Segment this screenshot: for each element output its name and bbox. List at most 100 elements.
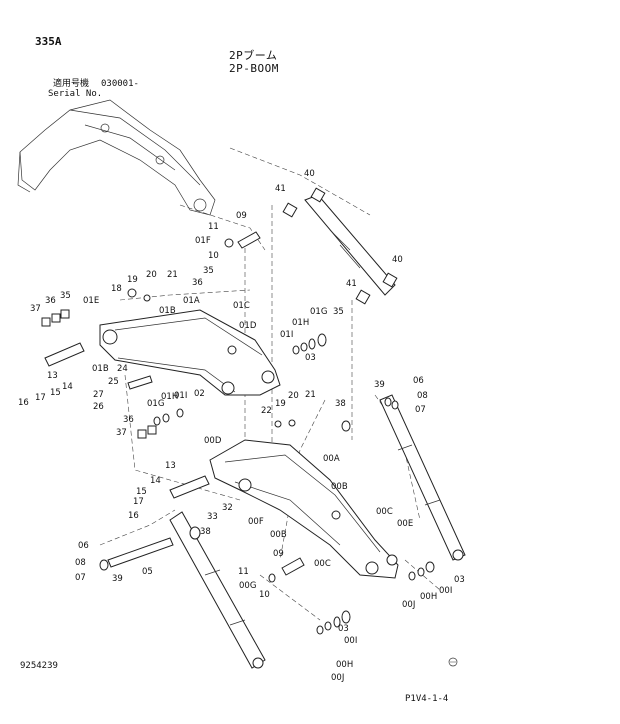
pin-24 <box>127 375 153 390</box>
pin-13-upper <box>44 342 85 367</box>
callout-14: 14 <box>150 476 161 486</box>
callout-03: 03 <box>454 575 465 585</box>
callout-01g: 01G <box>147 399 164 409</box>
boom-cylinder-lower-left <box>169 511 266 669</box>
callout-22: 22 <box>261 406 272 416</box>
boom-cylinder-upper <box>282 187 398 305</box>
callout-25: 25 <box>108 377 119 387</box>
callout-21: 21 <box>305 390 316 400</box>
callout-11: 11 <box>208 222 219 232</box>
callout-00j: 00J <box>402 600 415 610</box>
callout-01d: 01D <box>239 321 257 331</box>
callout-15: 15 <box>136 487 147 497</box>
callout-08: 08 <box>75 558 86 568</box>
callout-20: 20 <box>288 391 299 401</box>
callout-13: 13 <box>47 371 58 381</box>
callout-14: 14 <box>62 382 73 392</box>
callout-05: 05 <box>142 567 153 577</box>
callout-10: 10 <box>208 251 219 261</box>
serial-value: 030001- <box>101 79 139 89</box>
callout-40: 40 <box>392 255 403 265</box>
callout-27: 27 <box>93 390 104 400</box>
callout-00j: 00J <box>331 673 344 683</box>
callout-01b: 01B <box>159 306 176 316</box>
callout-00g: 00G <box>239 581 256 591</box>
callout-26: 26 <box>93 402 104 412</box>
callout-07: 07 <box>75 573 86 583</box>
pin-05 <box>107 537 174 568</box>
page-id: 335A <box>35 35 62 48</box>
callout-41: 41 <box>346 279 357 289</box>
pin-09-lower <box>281 557 305 576</box>
callout-00e: 00E <box>397 519 413 529</box>
callout-00h: 00H <box>420 592 437 602</box>
callout-00b: 00B <box>270 530 287 540</box>
excavator-overview-illustration <box>17 99 216 216</box>
callout-33: 33 <box>207 512 218 522</box>
serial-label-japanese: 適用号機 <box>53 79 90 89</box>
callout-17: 17 <box>133 497 144 507</box>
page-reference: P1V4-1-4 <box>405 694 449 704</box>
pins <box>44 231 305 576</box>
callout-01i: 01I <box>174 391 187 401</box>
callout-35: 35 <box>60 291 71 301</box>
callout-37: 37 <box>30 304 41 314</box>
callout-01b: 01B <box>92 364 109 374</box>
callout-39: 39 <box>112 574 123 584</box>
callout-01e: 01E <box>83 296 99 306</box>
callout-06: 06 <box>78 541 89 551</box>
callout-00c: 00C <box>376 507 393 517</box>
callout-00f: 00F <box>248 517 264 527</box>
callout-11: 11 <box>238 567 249 577</box>
callout-01i: 01I <box>280 330 293 340</box>
callout-01a: 01A <box>183 296 200 306</box>
callout-32: 32 <box>222 503 233 513</box>
callout-36: 36 <box>45 296 56 306</box>
callout-00b: 00B <box>331 482 348 492</box>
title-english: 2P-BOOM <box>229 62 279 75</box>
callout-10: 10 <box>259 590 270 600</box>
callout-17: 17 <box>35 393 46 403</box>
callout-01h: 01H <box>161 392 178 402</box>
callout-01g: 01G <box>310 307 327 317</box>
callout-00c: 00C <box>314 559 331 569</box>
callout-00d: 00D <box>204 436 222 446</box>
callout-03: 03 <box>338 624 349 634</box>
callout-35: 35 <box>333 307 344 317</box>
callout-02: 02 <box>194 389 205 399</box>
callout-09: 09 <box>236 211 247 221</box>
drawing-number: 9254239 <box>20 661 58 671</box>
callout-24: 24 <box>117 364 128 374</box>
callout-19: 19 <box>127 275 138 285</box>
callout-13: 13 <box>165 461 176 471</box>
callout-39: 39 <box>374 380 385 390</box>
boom-section-01A <box>99 309 281 396</box>
title-japanese: 2Pブーム <box>229 49 278 62</box>
callout-01h: 01H <box>292 318 309 328</box>
marker-symbol-icon <box>448 657 458 667</box>
callout-41: 41 <box>275 184 286 194</box>
callout-19: 19 <box>275 399 286 409</box>
pin-09-upper <box>237 231 261 249</box>
callout-16: 16 <box>18 398 29 408</box>
callout-16: 16 <box>128 511 139 521</box>
callout-07: 07 <box>415 405 426 415</box>
callout-00i: 00I <box>344 636 357 646</box>
callout-00h: 00H <box>336 660 353 670</box>
callout-00i: 00I <box>439 586 452 596</box>
callout-08: 08 <box>417 391 428 401</box>
callout-20: 20 <box>146 270 157 280</box>
boom-cylinder-lower-right <box>379 394 466 561</box>
callout-36: 36 <box>123 415 134 425</box>
callout-18: 18 <box>111 284 122 294</box>
callout-37: 37 <box>116 428 127 438</box>
boom-section-00A <box>209 439 399 579</box>
callout-38: 38 <box>335 399 346 409</box>
callout-35: 35 <box>203 266 214 276</box>
pin-13-lower <box>169 475 210 499</box>
callout-15: 15 <box>50 388 61 398</box>
callout-36: 36 <box>192 278 203 288</box>
callout-03: 03 <box>305 353 316 363</box>
